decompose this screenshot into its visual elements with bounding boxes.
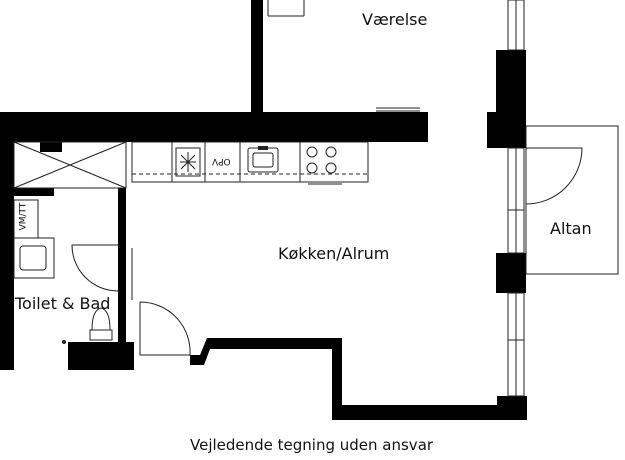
bathroom-inner-wall-top (14, 188, 54, 196)
kitchen-south-wall (190, 338, 527, 420)
balcony-door-swing (525, 147, 583, 205)
dishwasher-label: OPV (212, 156, 231, 166)
shower-area (13, 141, 127, 189)
bathroom-door-swing (71, 244, 119, 292)
room-label-bathroom: Toilet & Bad (15, 294, 111, 313)
walls (0, 0, 527, 420)
fridge-icon (175, 147, 201, 177)
bathroom-vent (40, 142, 62, 152)
bathroom-outer-wall (0, 112, 428, 370)
washer-dryer-label: VM/TT (18, 202, 29, 231)
balcony-outline (525, 125, 619, 275)
room-label-kitchen-living: Køkken/Alrum (278, 244, 390, 263)
room-label-bedroom: Værelse (362, 10, 428, 29)
east-pillar-cap (487, 112, 502, 148)
room-label-balcony: Altan (550, 219, 592, 238)
toilet-bowl (91, 307, 111, 331)
kitchen-counter (131, 141, 369, 183)
thin-lines (13, 0, 619, 397)
entry-door-swing (139, 301, 191, 356)
plan-disclaimer-caption: Vejledende tegning uden ansvar (190, 436, 434, 454)
bedroom-west-wall (251, 0, 263, 114)
east-pillar-lower (496, 253, 526, 293)
small-fixtures (62, 146, 268, 344)
toilet-tank (89, 329, 113, 341)
sink-counter (13, 237, 55, 279)
